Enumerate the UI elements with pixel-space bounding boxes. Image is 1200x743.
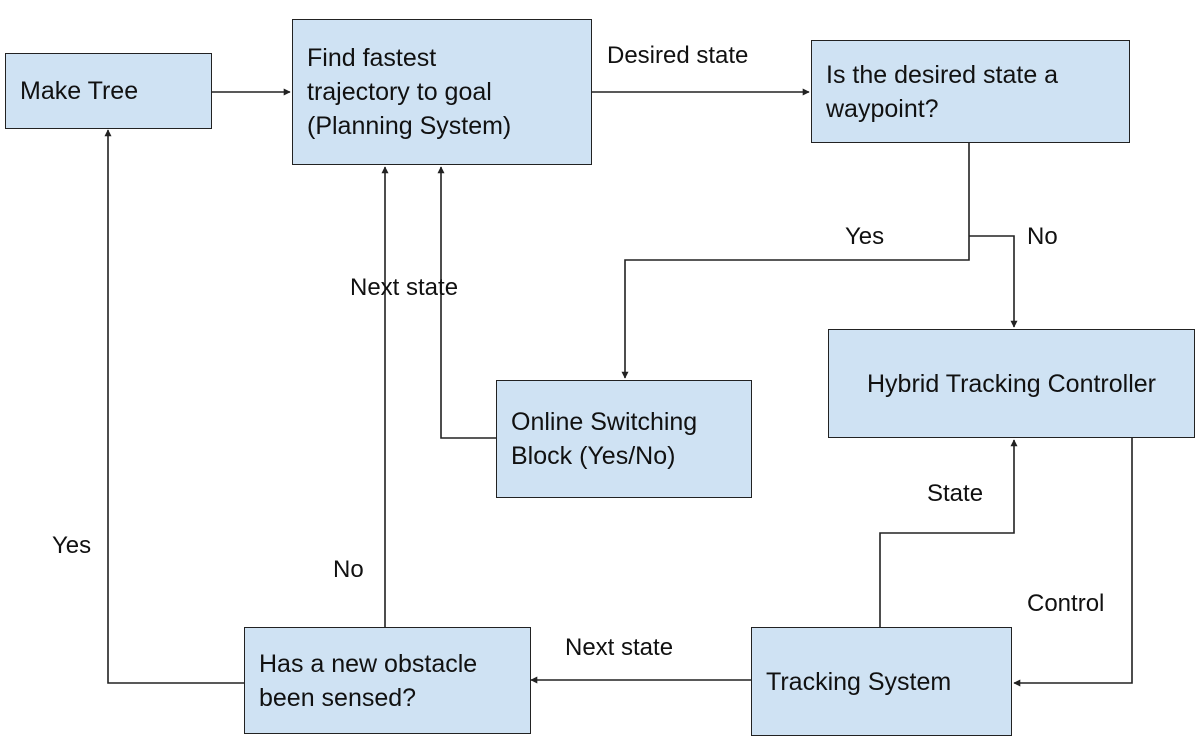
node-make-tree: Make Tree (5, 53, 212, 129)
label-state: State (927, 480, 984, 507)
node-tracking-system-text: Tracking System (766, 667, 952, 696)
node-new-obstacle-line-1: Has a new obstacle (259, 649, 478, 678)
node-hybrid-controller-text: Hybrid Tracking Controller (867, 369, 1156, 398)
node-find-fastest-line-2: trajectory to goal (307, 78, 492, 106)
node-online-switching-block: Online Switching Block (Yes/No) (496, 380, 752, 498)
label-no-obstacle: No (333, 556, 364, 583)
node-online-switching-line-2: Block (Yes/No) (511, 442, 676, 470)
label-next-state-tracking: Next state (565, 634, 674, 661)
node-new-obstacle: Has a new obstacle been sensed? (244, 627, 531, 734)
label-no-waypoint: No (1027, 223, 1058, 250)
node-find-fastest-trajectory: Find fastest trajectory to goal (Plannin… (292, 19, 592, 165)
node-new-obstacle-line-2: been sensed? (259, 683, 417, 712)
node-find-fastest-line-1: Find fastest (307, 44, 437, 72)
label-next-state-switching: Next state (350, 274, 459, 301)
label-control: Control (1027, 590, 1105, 617)
label-desired-state: Desired state (607, 42, 749, 69)
edge-online-switching-to-find-fastest (437, 166, 496, 439)
node-is-waypoint-line-2: waypoint? (826, 94, 939, 123)
edge-waypoint-no-to-hybrid-controller (969, 235, 1018, 328)
edge-hybrid-controller-control-to-tracking (1013, 438, 1133, 687)
node-find-fastest-line-3: (Planning System) (307, 112, 512, 140)
node-hybrid-tracking-controller: Hybrid Tracking Controller (828, 329, 1195, 438)
node-make-tree-text: Make Tree (20, 77, 139, 105)
label-yes-waypoint: Yes (845, 223, 885, 250)
edge-new-obstacle-yes-to-make-tree (104, 129, 244, 684)
label-yes-obstacle: Yes (52, 532, 92, 559)
edge-waypoint-yes-to-online-switching (621, 143, 970, 379)
node-is-waypoint: Is the desired state a waypoint? (811, 40, 1130, 143)
node-online-switching-line-1: Online Switching (511, 408, 698, 436)
node-tracking-system: Tracking System (751, 627, 1012, 736)
edge-tracking-state-to-hybrid-controller (879, 439, 1018, 627)
node-is-waypoint-line-1: Is the desired state a (826, 60, 1059, 89)
